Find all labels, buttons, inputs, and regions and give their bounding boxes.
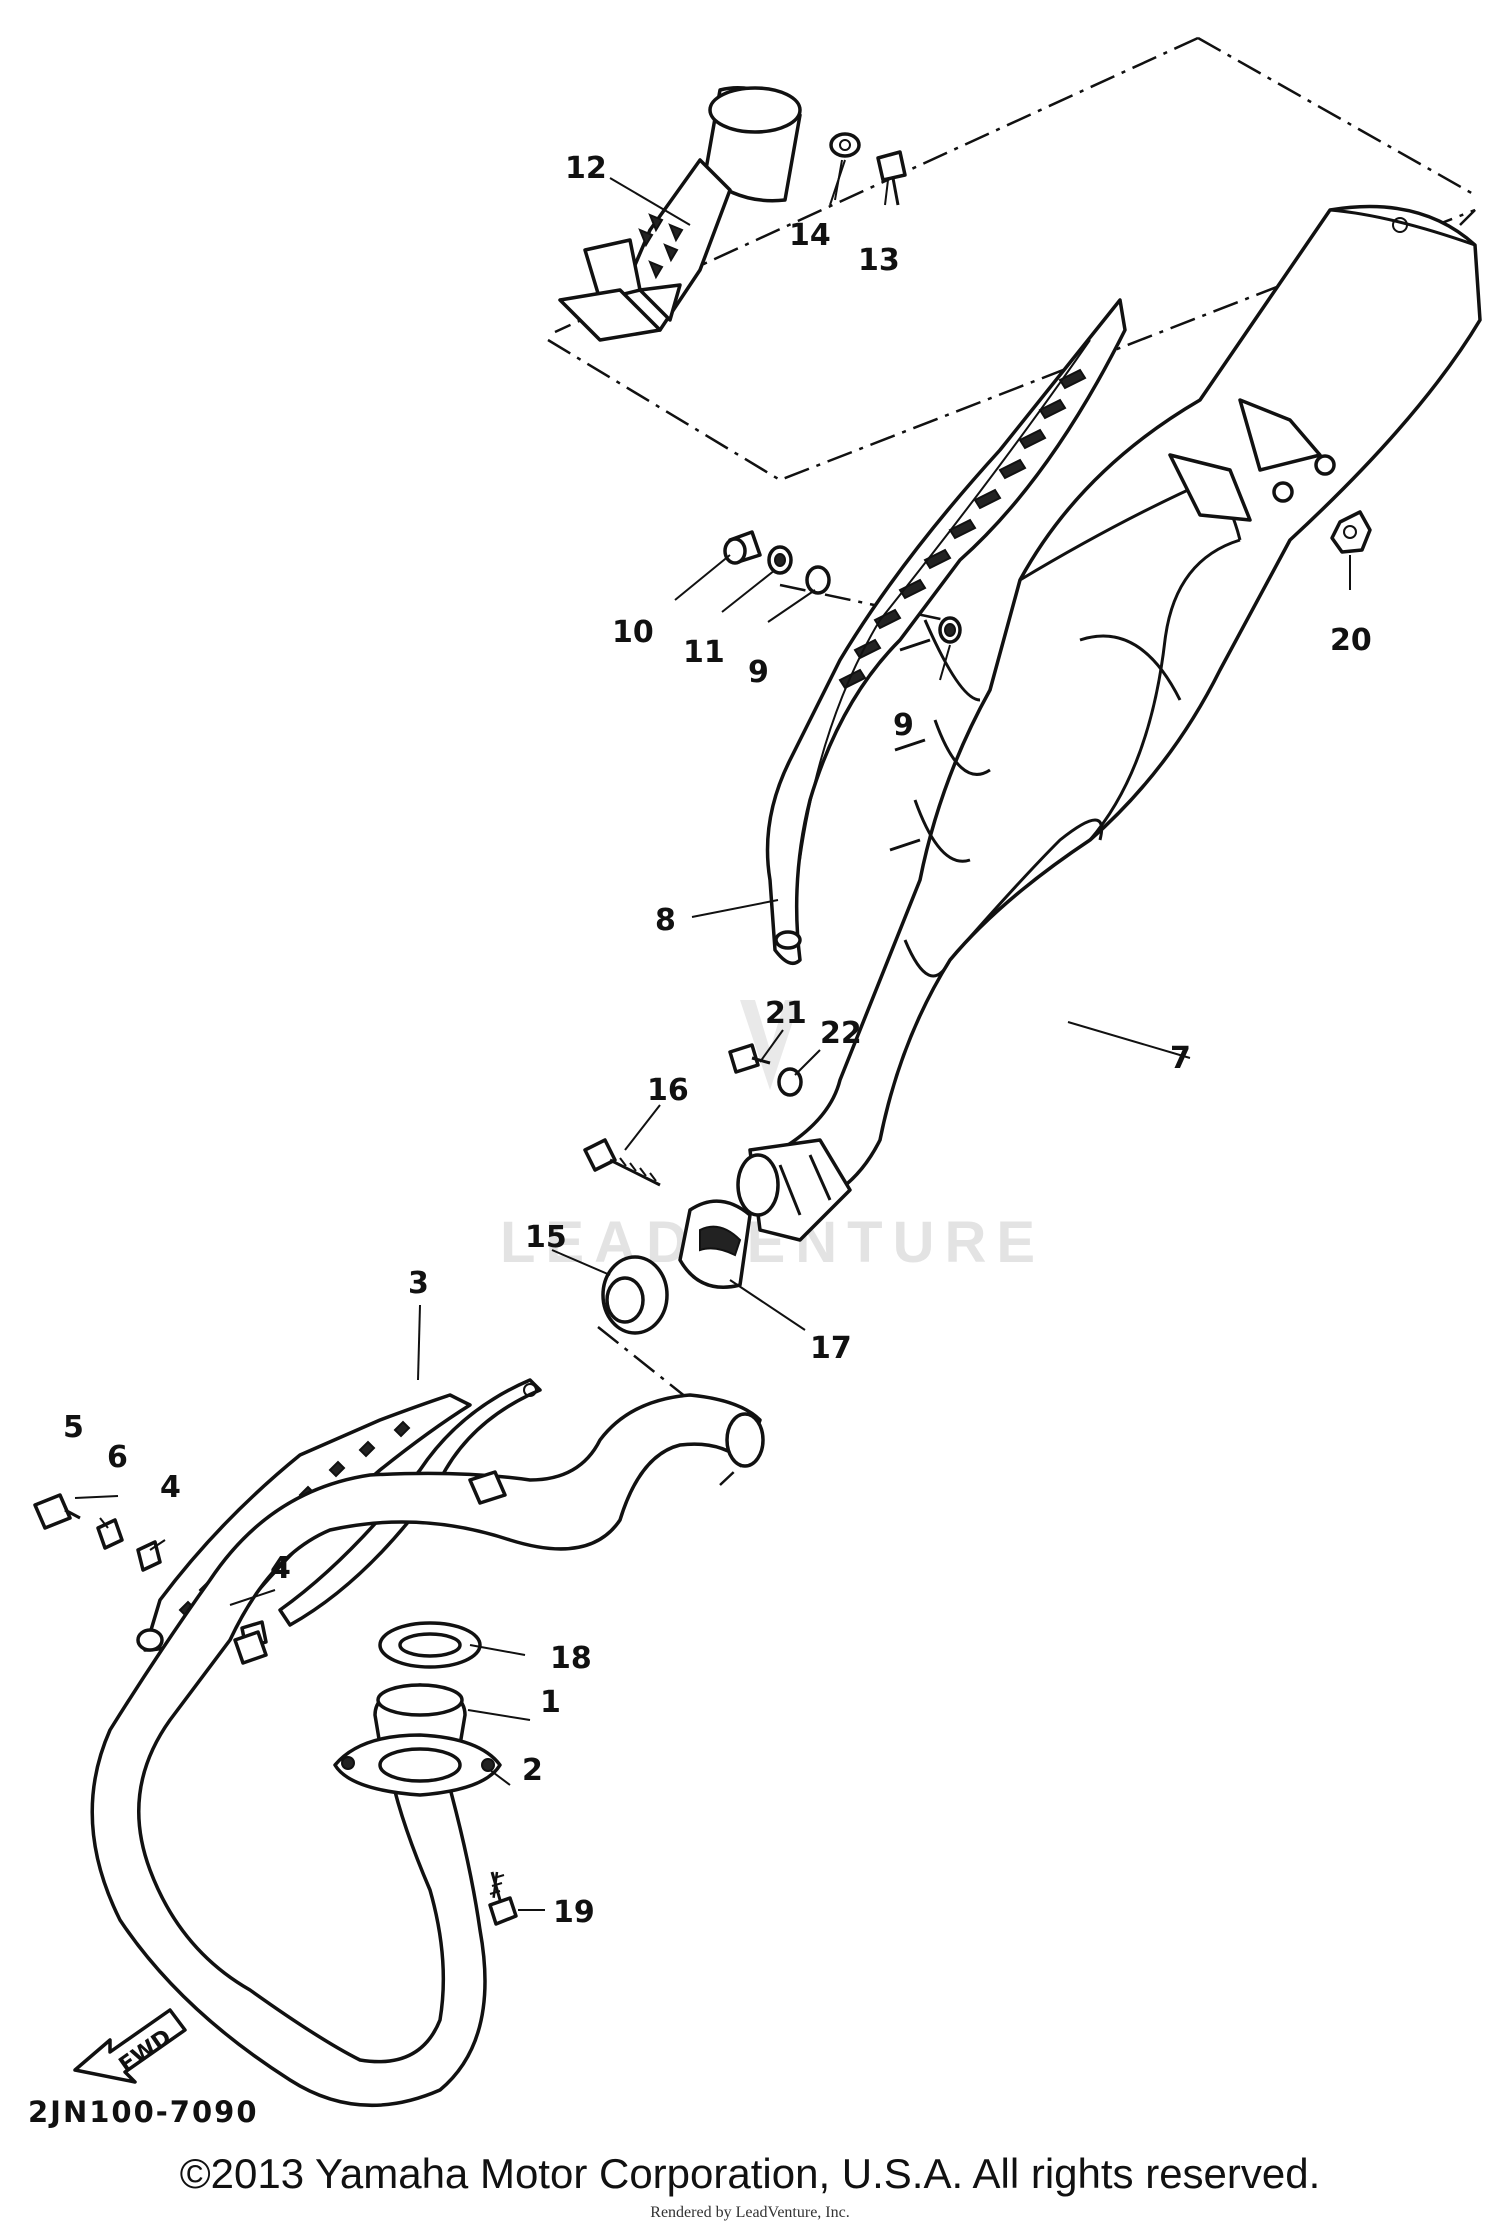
fasteners-9-10-11-20-21-22 [723, 510, 1372, 1097]
callout-1: 1 [540, 1685, 561, 1720]
muffler-part-7 [736, 204, 1482, 1242]
callout-9b: 9 [893, 708, 914, 743]
callout-4a: 4 [160, 1470, 181, 1505]
callout-9a: 9 [748, 655, 769, 690]
callout-13: 13 [858, 243, 900, 278]
forward-direction-arrow: FWD [73, 2008, 187, 2084]
callout-5: 5 [63, 1410, 84, 1445]
rendered-by-notice: Rendered by LeadVenture, Inc. [650, 2204, 850, 2221]
callout-2: 2 [522, 1753, 543, 1788]
callout-3: 3 [408, 1266, 429, 1301]
callout-numbers: 1 2 3 4 4 5 6 7 8 9 9 10 11 12 13 14 15 … [63, 151, 1372, 1930]
clamp-assembly-15-16-17 [583, 1138, 752, 1335]
callout-19: 19 [553, 1895, 595, 1930]
callout-14: 14 [789, 218, 831, 253]
leader-lines [74, 159, 1351, 1911]
callout-16: 16 [647, 1073, 689, 1108]
callout-17: 17 [810, 1331, 852, 1366]
callout-7: 7 [1170, 1041, 1191, 1076]
callout-15: 15 [525, 1220, 567, 1255]
flange-assembly-1-2-18-19 [333, 1621, 518, 1926]
diagram-code: 2JN100-7090 [28, 2095, 259, 2129]
fasteners-13-14 [829, 132, 907, 206]
callout-12: 12 [565, 151, 607, 186]
callout-20: 20 [1330, 623, 1372, 658]
spark-arrester-part-12 [558, 86, 802, 342]
callout-4b: 4 [270, 1551, 291, 1586]
heat-guard-part-8 [765, 298, 1127, 966]
callout-11: 11 [683, 635, 725, 670]
callout-10: 10 [612, 615, 654, 650]
callout-8: 8 [655, 903, 676, 938]
callout-18: 18 [550, 1641, 592, 1676]
callout-21: 21 [765, 996, 807, 1031]
callout-22: 22 [820, 1016, 862, 1051]
copyright-notice: ©2013 Yamaha Motor Corporation, U.S.A. A… [179, 2150, 1321, 2197]
callout-6: 6 [107, 1440, 128, 1475]
